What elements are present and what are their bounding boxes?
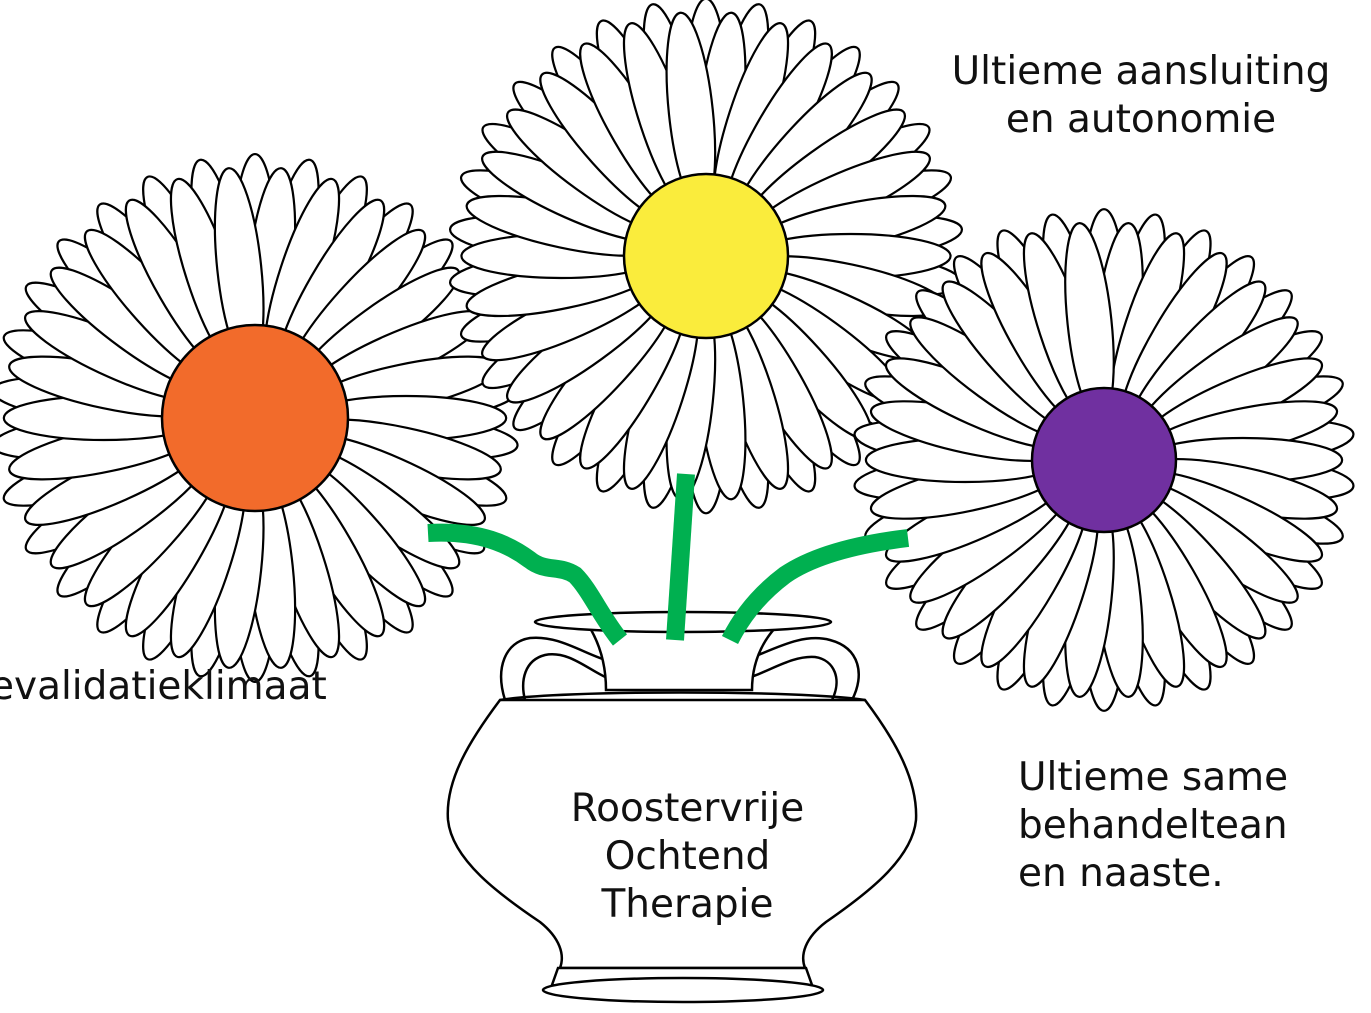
label-vase-text: Roostervrije Ochtend Therapie [515,785,860,929]
label-ultieme-samenwerking: Ultieme same behandeltean en naaste. [1018,754,1288,898]
label-line: en naaste. [1018,850,1288,898]
vase-base [543,978,823,1002]
label-line: Ultieme same [1018,754,1288,802]
vase-handle-left [501,638,612,700]
label-line: Ochtend [515,833,860,881]
label-line: Therapie [515,881,860,929]
flower-center [1032,388,1176,532]
flower-left [0,154,520,682]
stem-middle [675,474,686,640]
label-line: en autonomie [906,96,1371,144]
label-line: Ultieme aansluiting [906,48,1371,96]
label-revalidatieklimaat: evalidatieklimaat [0,663,327,711]
flower-center [162,325,348,511]
label-line: behandeltean [1018,802,1288,850]
label-ultieme-aansluiting: Ultieme aansluiting en autonomie [906,48,1371,144]
flower-center [624,174,788,338]
label-line: Roostervrije [515,785,860,833]
